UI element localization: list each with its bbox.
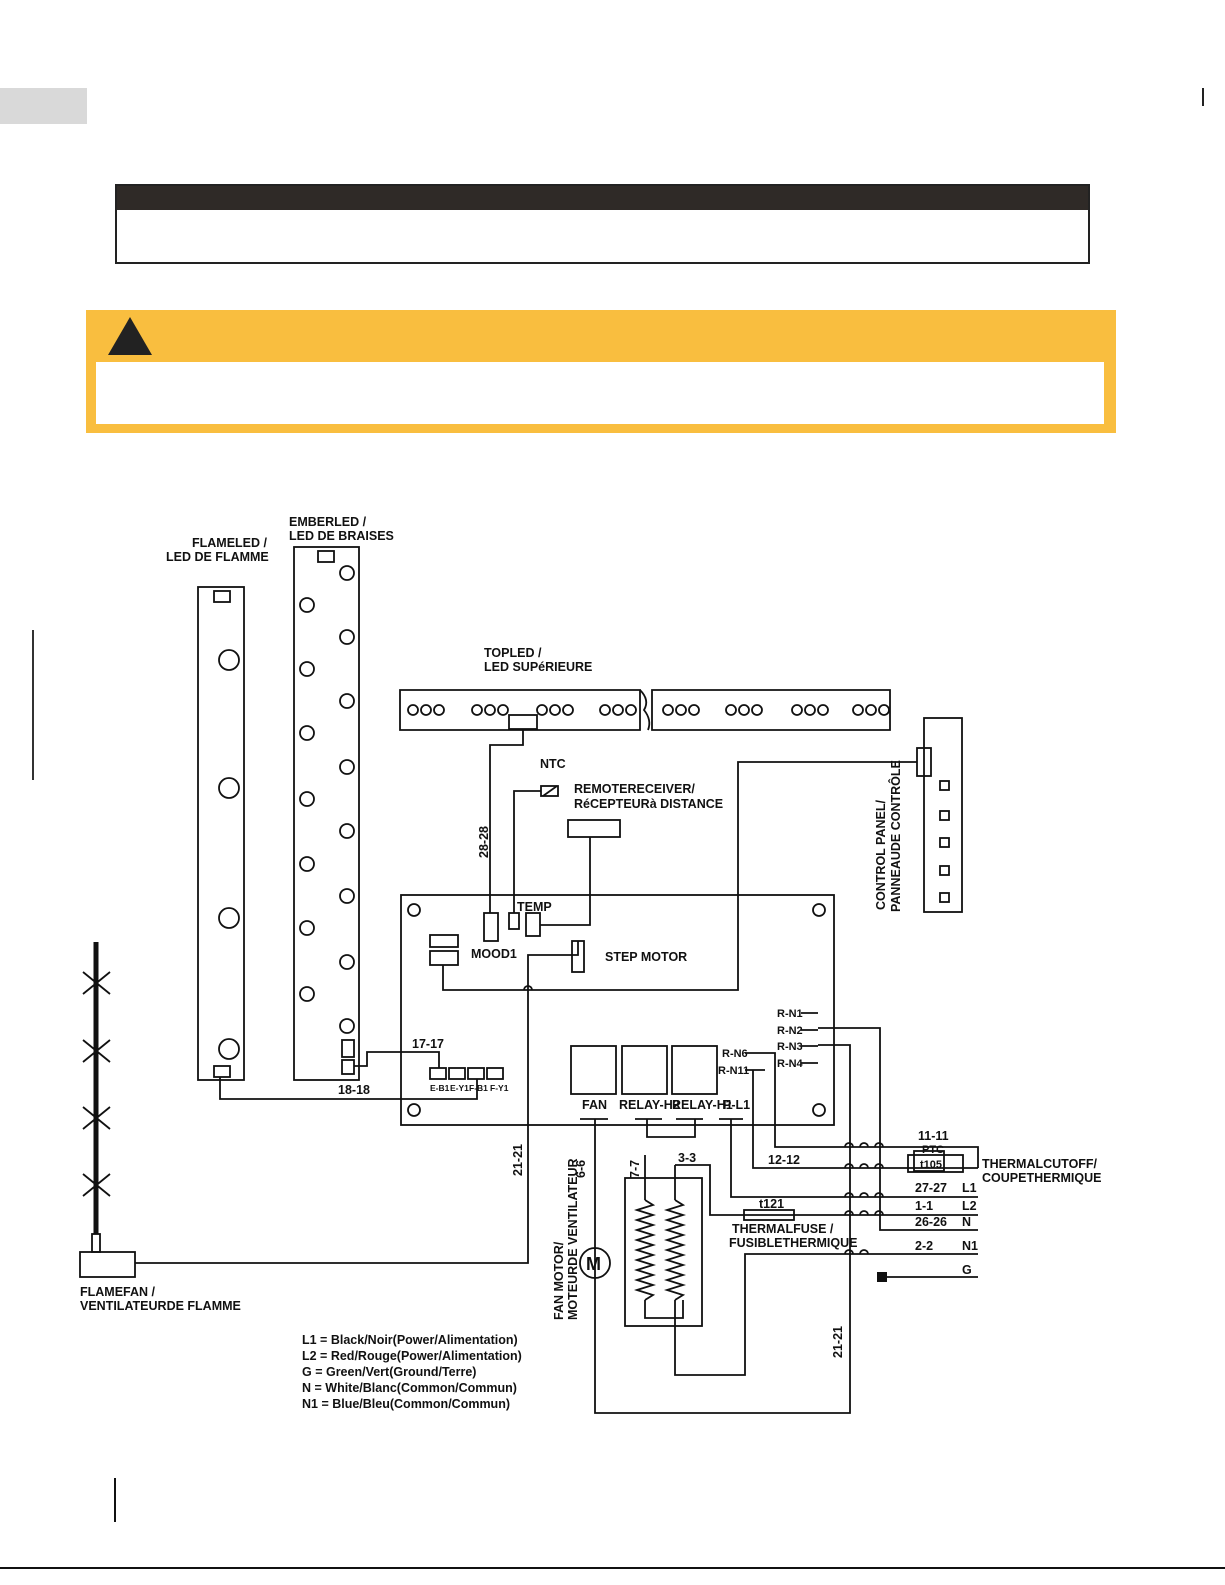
rn4-label: R-N4	[777, 1058, 804, 1070]
fb1-label: F-B1	[469, 1083, 488, 1093]
control-panel-label: CONTROL PANEL/	[874, 800, 888, 910]
ntc-label: NTC	[540, 757, 566, 771]
motor-symbol-label: M	[586, 1254, 601, 1274]
wire-21-label-top: 21-21	[511, 1144, 525, 1176]
top-led-label-fr: LED SUPéRIEURE	[484, 660, 592, 674]
remote-receiver	[567, 819, 621, 838]
wire-18-label: 18-18	[338, 1083, 370, 1097]
wire-21-label-bottom: 21-21	[831, 1326, 845, 1358]
thermal-cutoff-label: THERMALCUTOFF/	[982, 1157, 1098, 1171]
pl1-label: P-L1	[723, 1098, 750, 1112]
wire-11-label: 11-11	[918, 1129, 949, 1143]
fan-terminal-label: FAN	[582, 1098, 607, 1112]
relay-h2-label: RELAY-H2	[619, 1098, 680, 1112]
top-led-label: TOPLED /	[484, 646, 542, 660]
fy1-label: F-Y1	[490, 1083, 509, 1093]
side-rule	[32, 630, 34, 780]
legend-line: G = Green/Vert(Ground/Terre)	[302, 1365, 476, 1379]
warning-triangle-icon	[108, 317, 152, 355]
wire-1-label: 1-1	[915, 1199, 933, 1213]
wire-3-label: 3-3	[678, 1151, 696, 1165]
l1-terminal: L1	[962, 1181, 977, 1195]
legend-line: N1 = Blue/Bleu(Common/Commun)	[302, 1397, 510, 1411]
wire-26-label: 26-26	[915, 1215, 947, 1229]
thermal-fuse	[743, 1209, 795, 1221]
page-tab	[0, 88, 87, 124]
edge-tick	[1202, 88, 1204, 106]
fan-motor-label: FAN MOTOR/	[552, 1241, 566, 1320]
wire-28-label: 28-28	[477, 826, 491, 858]
ptc-label: PTC	[922, 1144, 944, 1156]
wire-17-label: 17-17	[412, 1037, 444, 1051]
note-box	[115, 184, 1090, 264]
t105-label: t105	[920, 1159, 942, 1171]
footer-rule	[114, 1478, 116, 1522]
rn6-label: R-N6	[722, 1048, 748, 1060]
fan-motor	[579, 1247, 611, 1279]
control-board	[400, 894, 835, 1126]
flame-fan-label: FLAMEFAN /	[80, 1285, 156, 1299]
ember-led-strip	[293, 546, 360, 1081]
wire-6-label: 6-6	[574, 1160, 588, 1178]
heater-element	[624, 1177, 703, 1327]
rn11-label: R-N11	[718, 1065, 749, 1077]
wire-12-label: 12-12	[768, 1153, 800, 1167]
note-header-bar	[117, 186, 1088, 210]
wire-27-label: 27-27	[915, 1181, 947, 1195]
wire-2-label: 2-2	[915, 1239, 933, 1253]
g-terminal: G	[962, 1263, 972, 1277]
eb1-label: E-B1	[430, 1083, 450, 1093]
thermal-fuse-label-fr: FUSIBLETHERMIQUE	[729, 1236, 857, 1250]
l2-terminal: L2	[962, 1199, 977, 1213]
ember-led-label: EMBERLED /	[289, 515, 367, 529]
flame-led-label-fr: LED DE FLAMME	[166, 550, 269, 564]
flame-led-strip	[197, 586, 245, 1081]
thermal-cutoff	[907, 1154, 964, 1173]
rn2-label: R-N2	[777, 1025, 803, 1037]
control-panel-label-fr: PANNEAUDE CONTRÔLE	[888, 760, 903, 912]
t121-label: t121	[759, 1197, 784, 1211]
warning-body	[96, 362, 1104, 424]
n1-terminal: N1	[962, 1239, 978, 1253]
color-legend: L1 = Black/Noir(Power/Alimentation) L2 =…	[302, 1333, 522, 1411]
flame-led-label: FLAMELED /	[192, 536, 268, 550]
legend-line: L2 = Red/Rouge(Power/Alimentation)	[302, 1349, 522, 1363]
control-panel	[923, 717, 963, 913]
rn3-label: R-N3	[777, 1041, 803, 1053]
bottom-rule	[0, 1567, 1225, 1569]
top-led-strip	[399, 689, 641, 731]
warning-box	[86, 310, 1116, 433]
thermal-fuse-label: THERMALFUSE /	[732, 1222, 834, 1236]
temp-label: TEMP	[517, 900, 552, 914]
remote-receiver-label: REMOTERECEIVER/	[574, 782, 695, 796]
mood-label: MOOD1	[471, 947, 517, 961]
fan-motor-label-fr: MOTEURDE VENTILATEUR	[566, 1158, 580, 1320]
n-terminal: N	[962, 1215, 971, 1229]
thermal-cutoff-label-fr: COUPETHERMIQUE	[982, 1171, 1101, 1185]
flame-fan-label-fr: VENTILATEURDE FLAMME	[80, 1299, 241, 1313]
step-motor-label: STEP MOTOR	[605, 950, 687, 964]
ey1-label: E-Y1	[450, 1083, 469, 1093]
legend-line: L1 = Black/Noir(Power/Alimentation)	[302, 1333, 518, 1347]
legend-line: N = White/Blanc(Common/Commun)	[302, 1381, 517, 1395]
flame-fan	[79, 1251, 136, 1278]
ember-led-label-fr: LED DE BRAISES	[289, 529, 394, 543]
remote-receiver-label-fr: RéCEPTEURà DISTANCE	[574, 797, 723, 811]
relay-h1-label: RELAY-H1	[672, 1098, 733, 1112]
rn1-label: R-N1	[777, 1008, 803, 1020]
wire-7-label: 7-7	[628, 1160, 642, 1178]
